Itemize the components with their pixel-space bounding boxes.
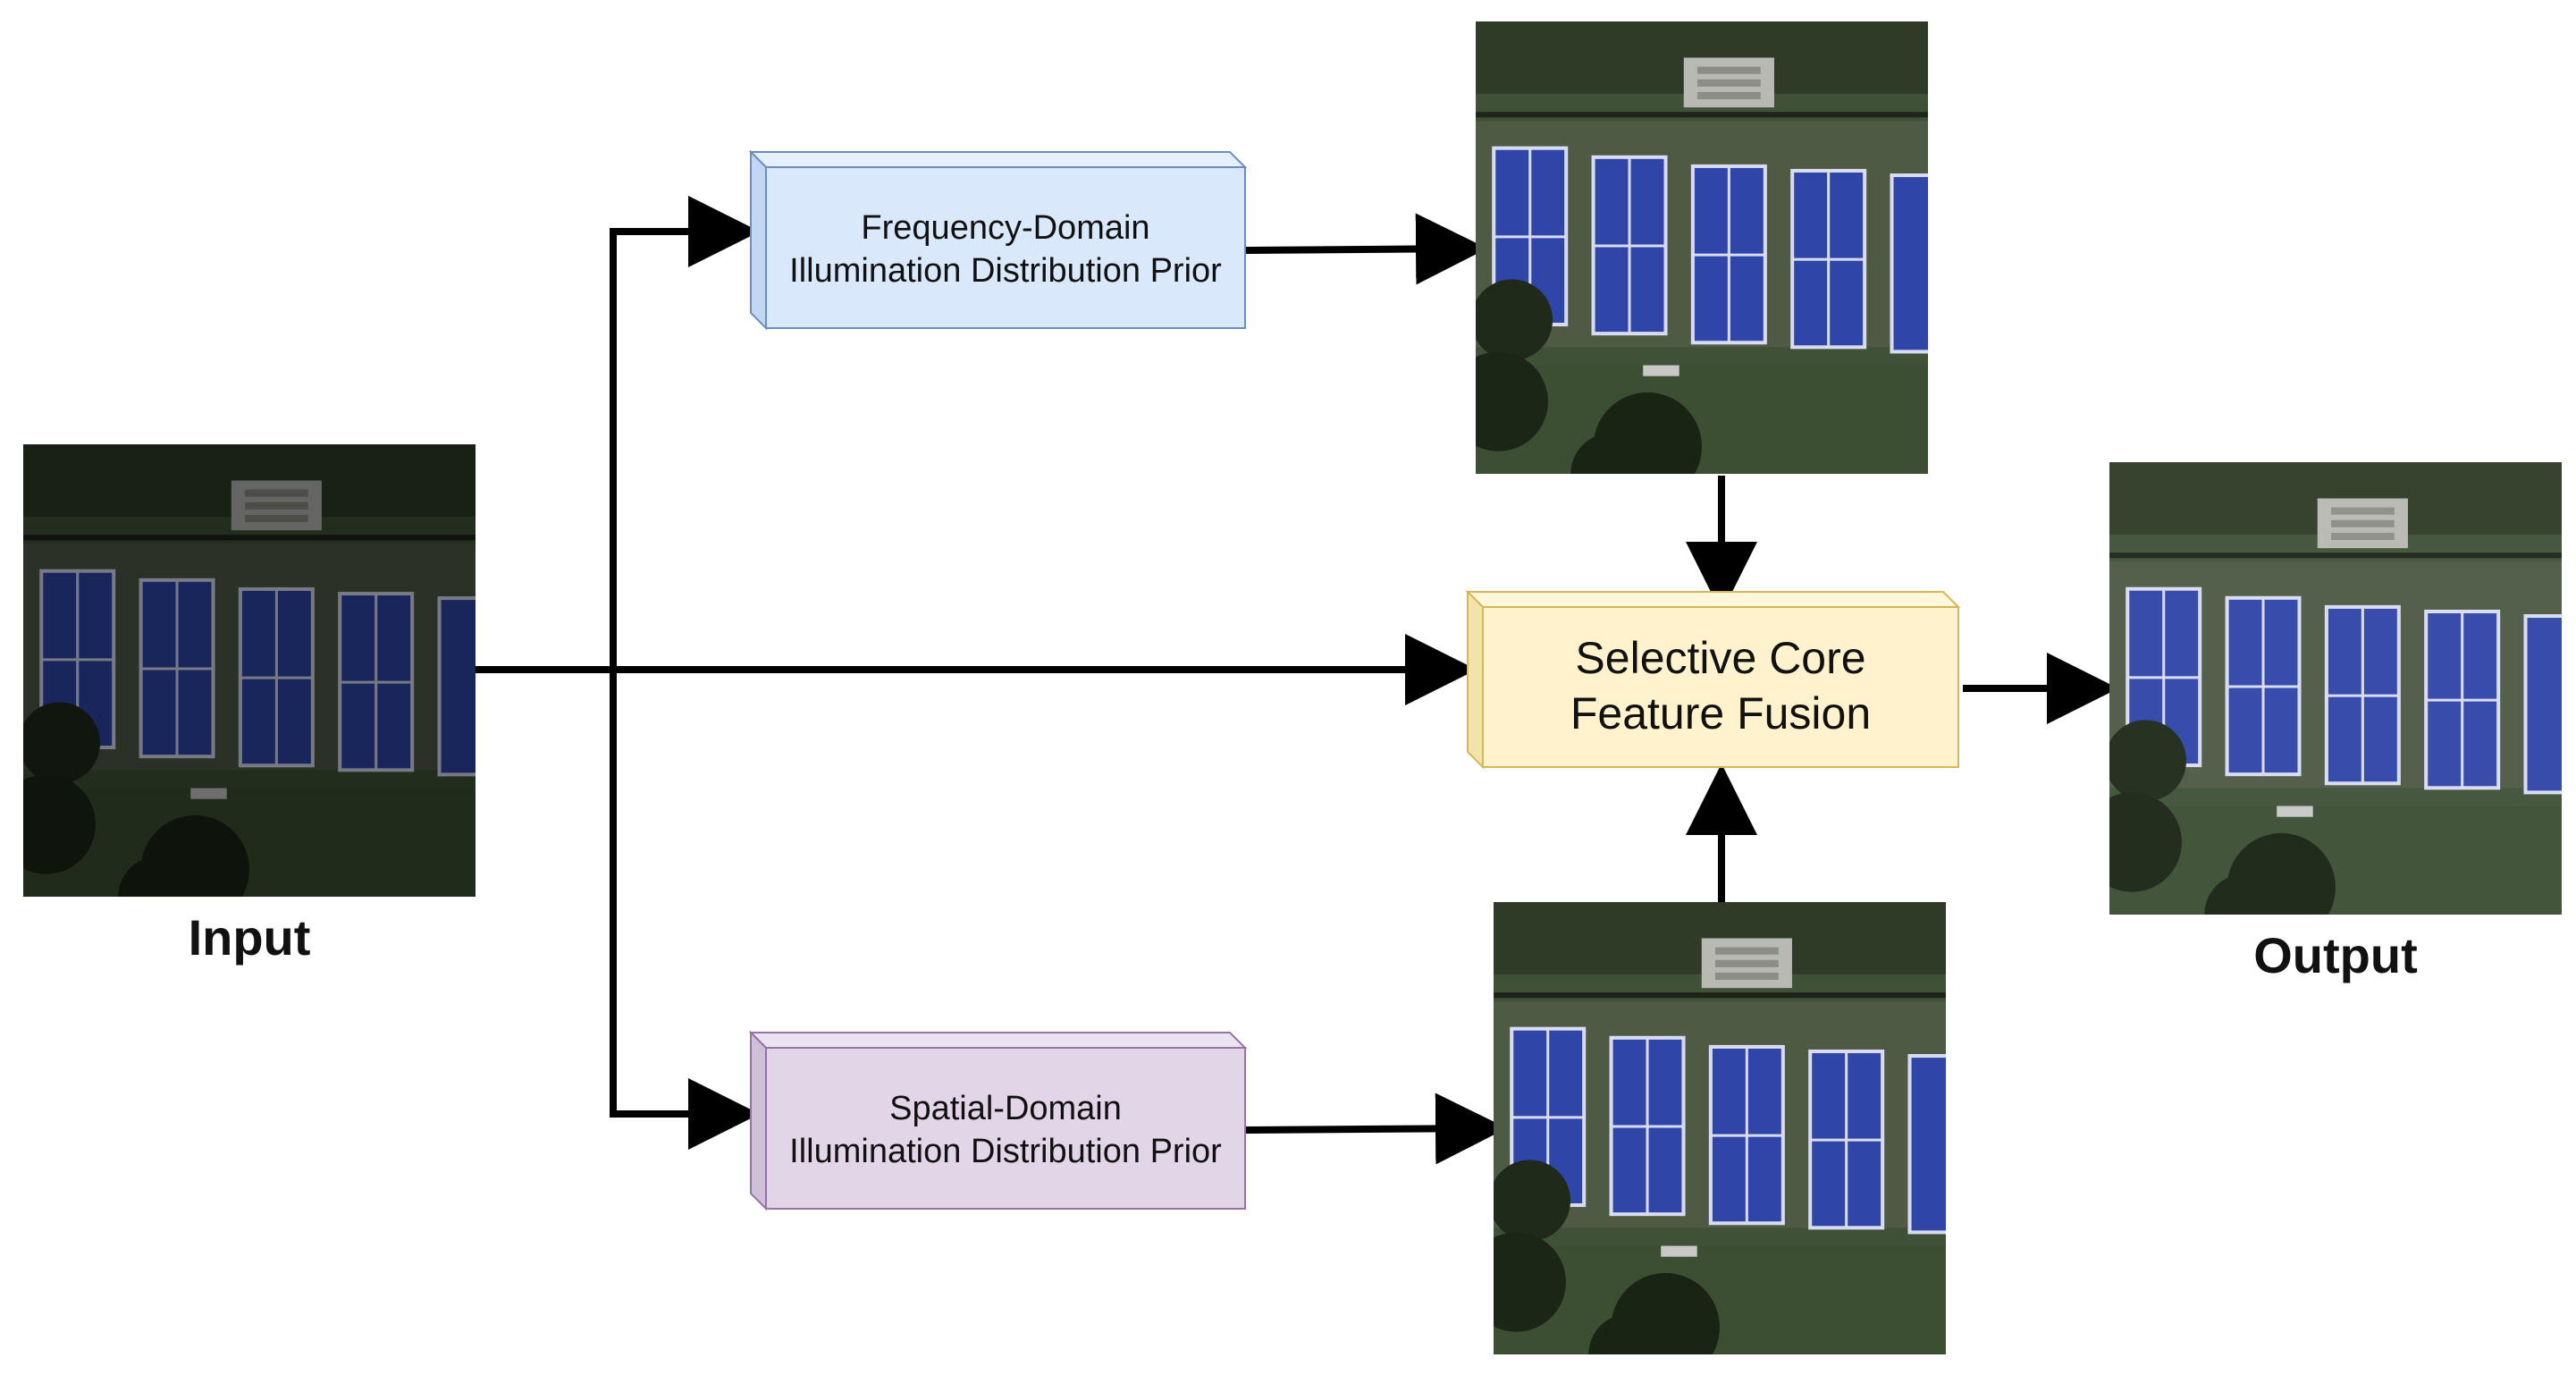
input-image [23, 444, 476, 897]
input-caption: Input [189, 909, 311, 966]
spatial-result-image [1467, 902, 1965, 1375]
frequency-prior-line2: Illumination Distribution Prior [789, 252, 1222, 290]
connectors [474, 196, 2118, 1165]
frequency-prior-box: Frequency-Domain Illumination Distributi… [748, 149, 1248, 331]
output-caption: Output [2253, 927, 2417, 983]
feature-fusion-box: Selective Core Feature Fusion [1465, 589, 1961, 770]
spatial-prior-line2: Illumination Distribution Prior [789, 1133, 1222, 1170]
frequency-result-image [1449, 21, 1947, 515]
spatial-prior-box: Spatial-Domain Illumination Distribution… [748, 1030, 1248, 1211]
arrow-spatial-to-image [1244, 1092, 1507, 1165]
output-image [2109, 462, 2562, 915]
arrow-frequency-to-image [1244, 213, 1487, 285]
fusion-line1: Selective Core [1575, 633, 1865, 683]
frequency-prior-line1: Frequency-Domain [861, 209, 1149, 247]
spatial-prior-line1: Spatial-Domain [889, 1090, 1122, 1127]
fusion-line2: Feature Fusion [1570, 688, 1871, 738]
